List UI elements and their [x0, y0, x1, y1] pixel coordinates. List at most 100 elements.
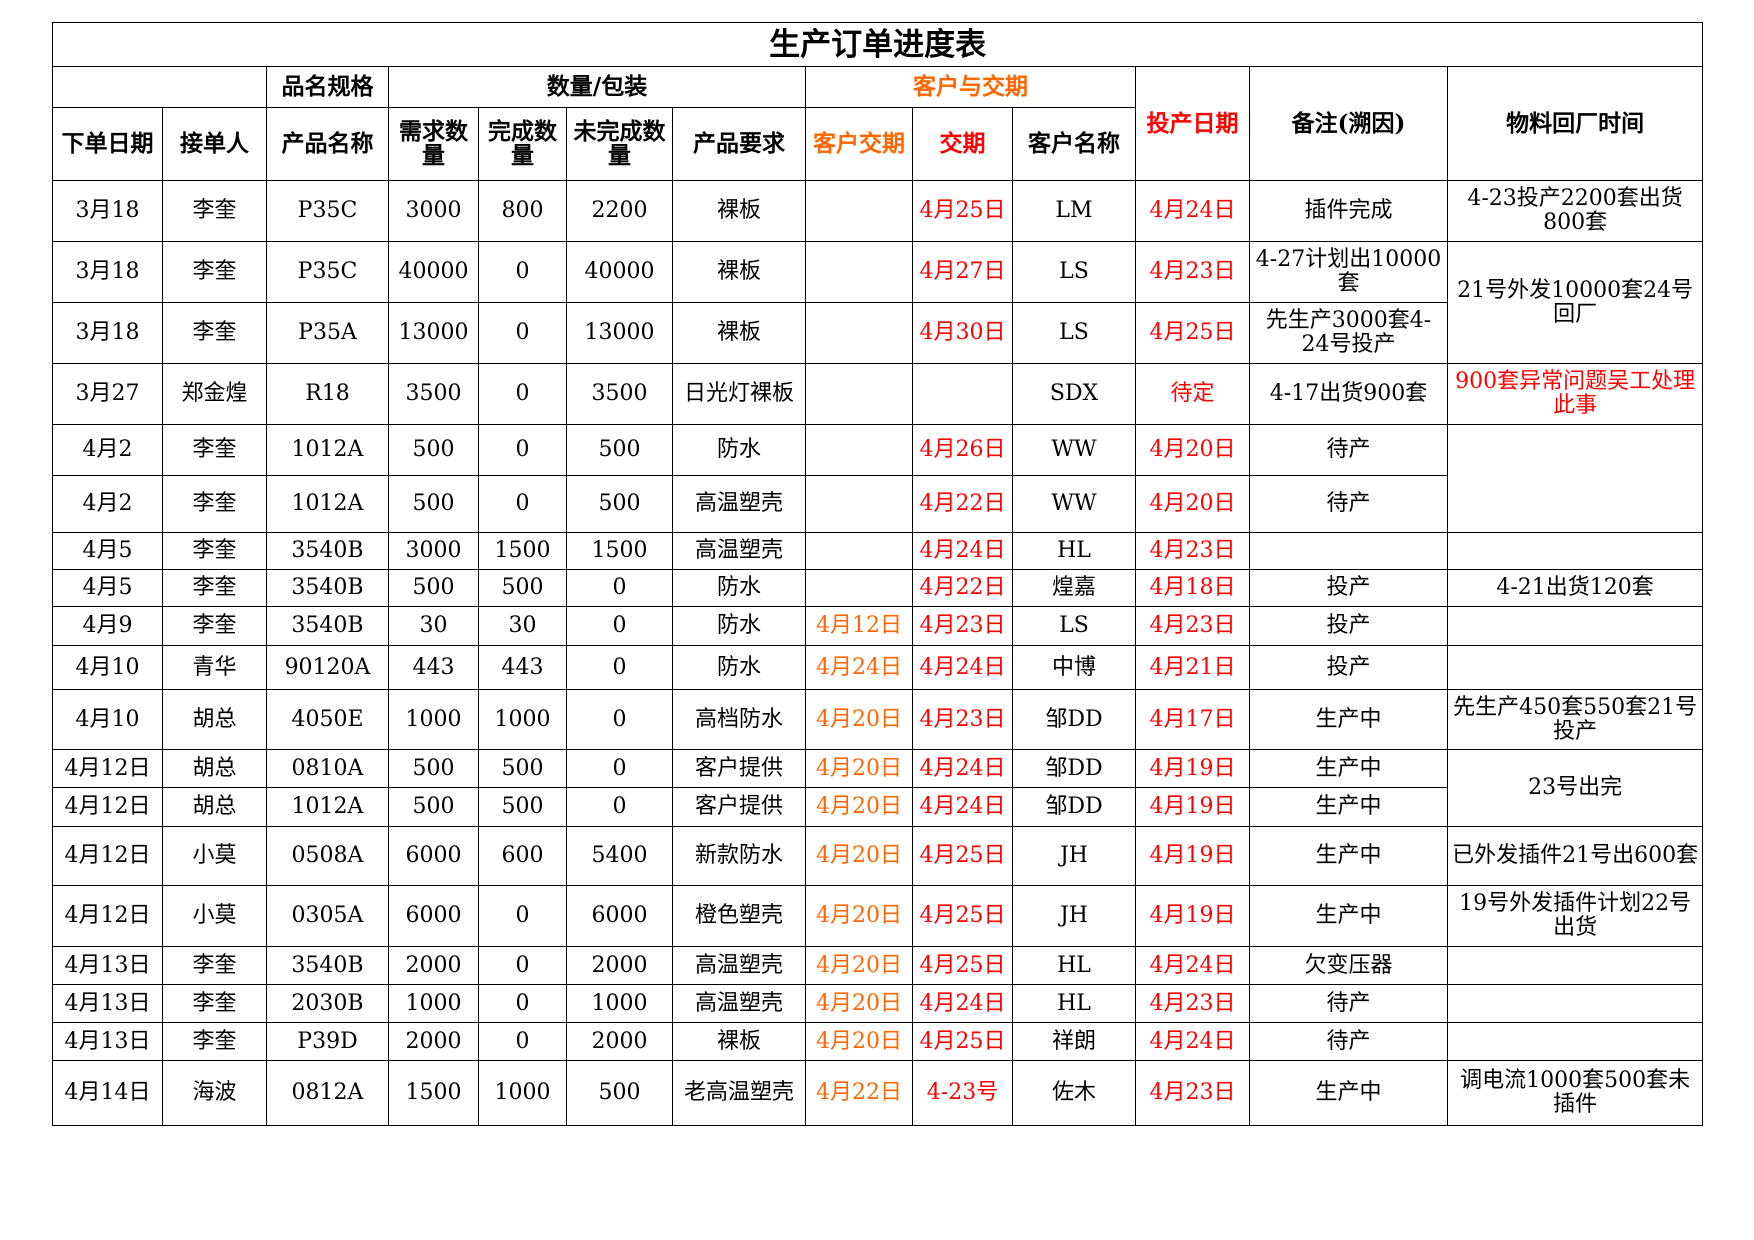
- material-return-cell: 调电流1000套500套未插件: [1446, 1060, 1704, 1126]
- material-return-cell: 已外发插件21号出600套: [1446, 826, 1704, 886]
- table-cell: 0: [566, 689, 673, 750]
- table-cell: 4月12日: [52, 885, 163, 947]
- table-cell: 0: [478, 946, 567, 985]
- material-return-cell: [1446, 645, 1704, 690]
- table-cell: SDX: [1012, 363, 1136, 425]
- table-cell: 2200: [566, 180, 673, 242]
- table-cell: 0: [478, 302, 567, 364]
- table-cell: 4月14日: [52, 1060, 163, 1126]
- table-cell: 待产: [1249, 424, 1448, 476]
- table-cell: 2000: [566, 1022, 673, 1061]
- table-cell: 0: [566, 787, 673, 827]
- table-cell: 4月23日: [912, 606, 1013, 646]
- table-cell: 高温塑壳: [672, 946, 806, 985]
- table-cell: [805, 180, 913, 242]
- table-cell: 高温塑壳: [672, 475, 806, 533]
- table-cell: 4月12日: [52, 826, 163, 886]
- table-cell: 4月20日: [805, 885, 913, 947]
- table-cell: 4月23日: [1135, 532, 1250, 570]
- table-cell: 443: [388, 645, 479, 690]
- table-cell: 4月20日: [805, 787, 913, 827]
- table-cell: 待定: [1135, 363, 1250, 425]
- table-cell: 4月23日: [912, 689, 1013, 750]
- table-cell: 4月19日: [1135, 787, 1250, 827]
- table-cell: 生产中: [1249, 689, 1448, 750]
- table-cell: 4月20日: [805, 689, 913, 750]
- table-cell: 30: [478, 606, 567, 646]
- table-cell: 1012A: [266, 787, 389, 827]
- table-cell: 4月26日: [912, 424, 1013, 476]
- table-cell: 0: [478, 475, 567, 533]
- table-cell: [805, 569, 913, 607]
- material-return-cell: [1446, 424, 1704, 533]
- table-cell: 投产: [1249, 645, 1448, 690]
- table-cell: 6000: [388, 885, 479, 947]
- table-cell: 小莫: [162, 885, 267, 947]
- table-cell: 500: [388, 424, 479, 476]
- table-cell: 0: [478, 1022, 567, 1061]
- table-cell: JH: [1012, 826, 1136, 886]
- table-cell: 6000: [388, 826, 479, 886]
- table-cell: 4月12日: [52, 787, 163, 827]
- table-cell: [1249, 532, 1448, 570]
- table-cell: 1000: [478, 689, 567, 750]
- table-cell: 3000: [388, 532, 479, 570]
- table-cell: 0: [566, 749, 673, 788]
- table-cell: 4月20日: [1135, 424, 1250, 476]
- table-cell: 橙色塑壳: [672, 885, 806, 947]
- table-cell: HL: [1012, 532, 1136, 570]
- table-cell: 0: [478, 885, 567, 947]
- table-cell: 李奎: [162, 241, 267, 303]
- table-cell: 2000: [566, 946, 673, 985]
- table-cell: 6000: [566, 885, 673, 947]
- table-cell: 生产中: [1249, 749, 1448, 788]
- table-cell: 佐木: [1012, 1060, 1136, 1126]
- table-cell: 500: [566, 475, 673, 533]
- table-cell: 4月24日: [912, 532, 1013, 570]
- table-cell: 500: [388, 475, 479, 533]
- header-customer-due: 客户交期: [805, 107, 913, 181]
- table-cell: 4月12日: [52, 749, 163, 788]
- table-cell: 4月25日: [912, 946, 1013, 985]
- table-cell: 4月17日: [1135, 689, 1250, 750]
- material-return-cell: 4-23投产2200套出货800套: [1446, 180, 1704, 242]
- table-cell: 0508A: [266, 826, 389, 886]
- table-cell: 4月13日: [52, 946, 163, 985]
- table-cell: 生产中: [1249, 885, 1448, 947]
- table-cell: 4050E: [266, 689, 389, 750]
- table-cell: 3月18: [52, 180, 163, 242]
- table-cell: 0: [478, 984, 567, 1023]
- table-cell: 4月25日: [912, 180, 1013, 242]
- table-cell: 1000: [566, 984, 673, 1023]
- table-cell: 0812A: [266, 1060, 389, 1126]
- table-cell: 4-27计划出10000套: [1249, 241, 1448, 303]
- table-cell: 生产中: [1249, 826, 1448, 886]
- table-cell: 待产: [1249, 1022, 1448, 1061]
- table-cell: LM: [1012, 180, 1136, 242]
- table-cell: 4月12日: [805, 606, 913, 646]
- table-cell: 4月25日: [912, 1022, 1013, 1061]
- table-cell: 800: [478, 180, 567, 242]
- header-done-qty: 完成数量: [478, 107, 567, 181]
- table-cell: HL: [1012, 946, 1136, 985]
- table-cell: 4月24日: [912, 984, 1013, 1023]
- table-cell: 高温塑壳: [672, 532, 806, 570]
- order-progress-table: 生产订单进度表 品名规格 数量/包装 客户与交期 投产日期 备注(溯因) 物料回…: [51, 22, 1704, 1126]
- table-cell: 4月23日: [1135, 606, 1250, 646]
- table-cell: 1000: [388, 984, 479, 1023]
- header-product-req: 产品要求: [672, 107, 806, 181]
- table-cell: 4月20日: [805, 946, 913, 985]
- table-cell: 13000: [388, 302, 479, 364]
- table-cell: 李奎: [162, 302, 267, 364]
- table-cell: 3月27: [52, 363, 163, 425]
- order-progress-sheet: 生产订单进度表 品名规格 数量/包装 客户与交期 投产日期 备注(溯因) 物料回…: [51, 22, 1704, 1234]
- group-customer-delivery: 客户与交期: [805, 66, 1136, 108]
- table-cell: 500: [388, 569, 479, 607]
- header-receiver: 接单人: [162, 107, 267, 181]
- table-cell: 90120A: [266, 645, 389, 690]
- table-cell: 海波: [162, 1060, 267, 1126]
- table-cell: 裸板: [672, 241, 806, 303]
- table-cell: 4月25日: [1135, 302, 1250, 364]
